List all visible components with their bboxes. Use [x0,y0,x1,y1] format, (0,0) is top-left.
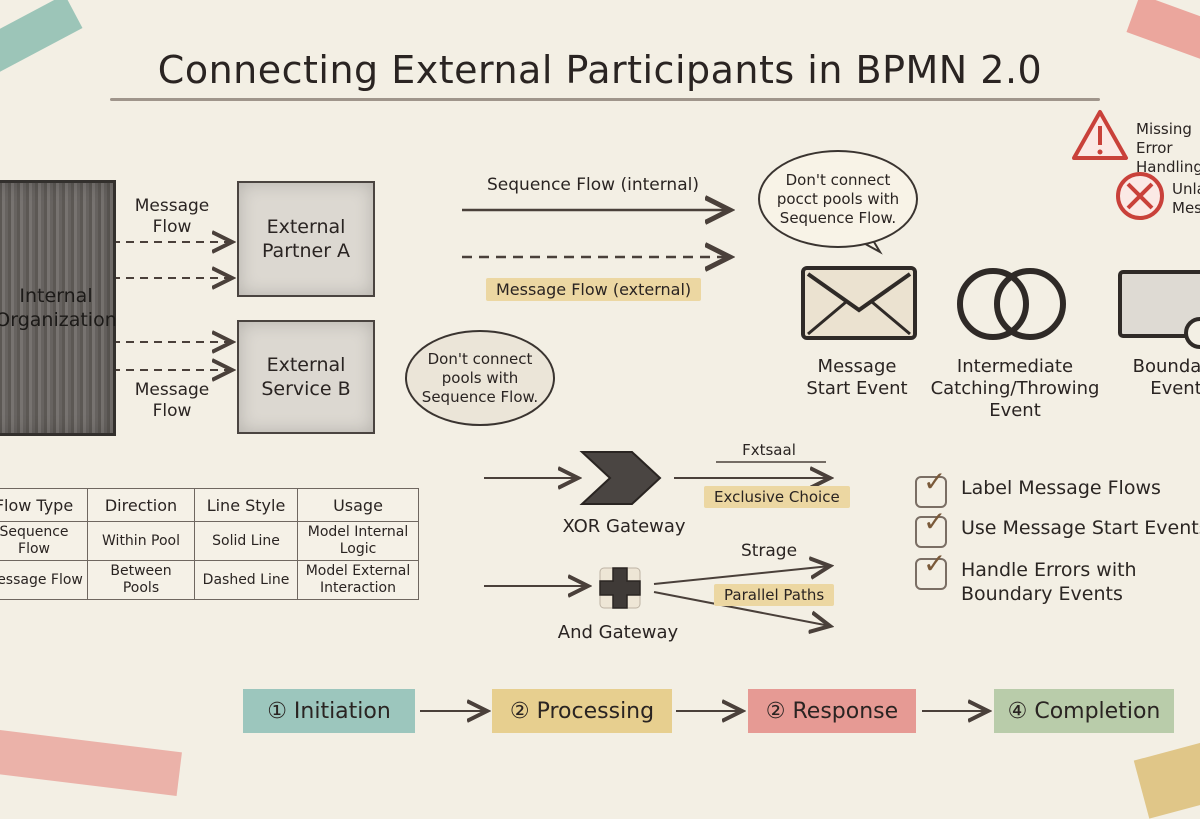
internal-organization-pool[interactable]: Internal Organization [0,180,117,436]
message-flow-legend-label: Message Flow (external) [486,278,702,301]
step-initiation: ① Initiation [243,689,415,733]
table-cell: Message Flow [0,560,88,600]
external-service-b-pool[interactable]: External Service B [237,320,375,434]
and-top-text: Strage [740,541,798,561]
checklist-item: ✓ Handle Errors with Boundary Events [915,550,1161,606]
step-completion: ④ Completion [994,689,1174,733]
envelope-icon [801,266,917,340]
page-title: Connecting External Participants in BPMN… [157,48,1043,92]
connector-layer [112,110,1200,800]
table-cell: Model External Interaction [297,560,419,600]
and-outgoing-arrow-top [653,566,830,585]
sequence-flow-legend-label: Sequence Flow (internal) [487,175,699,195]
message-flow-label-top: Message Flow [134,196,210,237]
table-cell: Within Pool [87,521,195,561]
table-cell: Dashed Line [194,560,298,600]
check-icon: ✓ [915,508,947,548]
xor-top-text: Fxtsaal [742,441,796,459]
internal-organization-label: Internal Organization [0,285,117,331]
unlabeled-message-warning: Unlabeled Message [1172,180,1200,217]
table-header: Direction [87,488,195,522]
intermediate-rings-icon [957,268,1066,340]
table-cell: Model Internal Logic [297,521,419,561]
step-response: ② Response [748,689,916,733]
checklist-label: Handle Errors with Boundary Events [961,559,1137,605]
table-cell: Between Pools [87,560,195,600]
flow-type-table: Flow Type Direction Line Style Usage Seq… [0,488,419,600]
warning-bubble-middle: Don't connect pools with Sequence Flow. [405,330,555,426]
title-underline [110,98,1100,101]
table-row: Message Flow Between Pools Dashed Line M… [0,560,419,600]
check-icon: ✓ [915,550,947,590]
checklist-item: ✓ Label Message Flows [915,468,1161,508]
checklist-label: Label Message Flows [961,477,1161,499]
intermediate-event-label: Intermediate Catching/Throwing Event [930,356,1100,421]
boundary-event-label: Boundary Event [1132,356,1200,399]
message-flow-label-bottom: Message Flow [134,380,210,421]
missing-error-handling-warning: Missing Error Handling [1136,120,1200,176]
checklist-label: Use Message Start Events [961,517,1200,539]
table-header: Flow Type [0,488,88,522]
warning-triangle-icon [1072,110,1128,160]
table-header: Line Style [194,488,298,522]
external-partner-a-label: External Partner A [261,216,351,262]
checklist-item: ✓ Use Message Start Events [915,508,1200,548]
xor-gateway-label: XOR Gateway [562,516,686,537]
error-x-icon [1116,172,1164,220]
and-parallel-paths-highlight: Parallel Paths [714,584,835,606]
and-outgoing-arrow-bottom [653,591,830,626]
table-header: Usage [297,488,419,522]
external-partner-a-pool[interactable]: External Partner A [237,181,375,297]
table-header-row: Flow Type Direction Line Style Usage [0,488,419,522]
table-cell: Solid Line [194,521,298,561]
and-gateway-label: And Gateway [557,622,679,643]
xor-exclusive-choice-highlight: Exclusive Choice [704,486,850,508]
table-row: Sequence Flow Within Pool Solid Line Mod… [0,521,419,561]
external-service-b-label: External Service B [261,354,351,400]
step-processing: ② Processing [492,689,672,733]
warning-bubble-top: Don't connect pocct pools with Sequence … [758,150,918,248]
table-cell: Sequence Flow [0,521,88,561]
boundary-event-icon [1118,270,1200,349]
message-start-event-label: Message Start Event [806,356,908,399]
check-icon: ✓ [915,468,947,508]
xor-gateway-shape [579,451,662,505]
